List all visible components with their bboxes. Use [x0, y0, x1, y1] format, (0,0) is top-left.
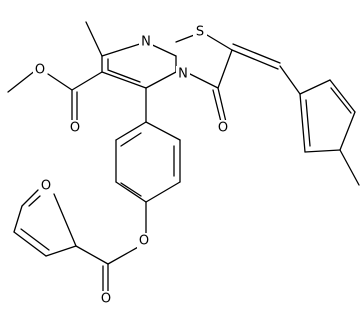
atom-n-ring: N — [141, 35, 151, 50]
benzylidene — [231, 43, 360, 186]
atom-labels: N S N O O O O O O — [33, 24, 230, 307]
atom-o-furoate-carbonyl: O — [101, 292, 111, 307]
atom-o-thiazolone-carbonyl: O — [218, 121, 228, 136]
atom-o-ester-methoxy: O — [35, 63, 45, 78]
atom-s-thiazole: S — [196, 25, 204, 40]
methyl-ester — [7, 69, 103, 121]
atom-o-furan: O — [41, 179, 51, 194]
thiazolone-carbonyl-bond — [217, 87, 227, 123]
methyl-bond — [85, 21, 103, 57]
furan-ring — [13, 189, 77, 257]
atom-o-phenoxy: O — [139, 234, 149, 249]
phenyl-ring — [115, 87, 181, 203]
atom-o-ester-carbonyl: O — [70, 121, 80, 136]
atom-n-bridge: N — [178, 67, 188, 82]
furoate-ester — [75, 201, 147, 293]
